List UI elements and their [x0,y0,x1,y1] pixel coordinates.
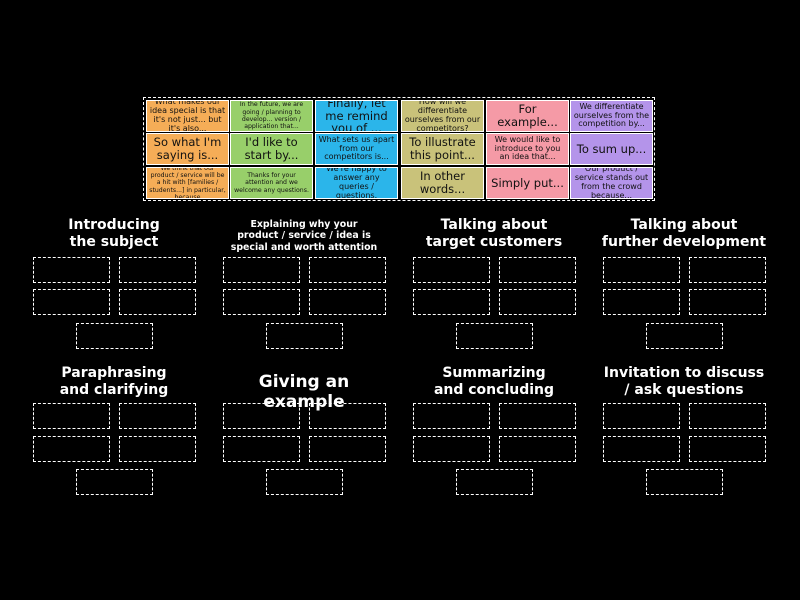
answer-card[interactable]: Thanks for your attention and we welcome… [230,167,313,199]
drop-slot[interactable] [223,289,300,315]
category-heading: Paraphrasing and clarifying [59,365,169,399]
drop-slot[interactable] [223,436,300,462]
category-heading: Summarizing and concluding [433,365,555,399]
answer-card[interactable]: What makes our idea special is that it's… [146,100,229,132]
drop-slot[interactable] [119,289,196,315]
drop-slot[interactable] [456,469,533,495]
answer-card[interactable]: In other words... [401,167,484,199]
drop-slot[interactable] [499,257,576,283]
drop-slot[interactable] [33,289,110,315]
answer-card[interactable]: In the future, we are going / planning t… [230,100,313,132]
drop-slot[interactable] [413,289,490,315]
answer-card[interactable]: To illustrate this point... [401,133,484,165]
category-heading: Talking about further development [601,217,767,251]
answer-card[interactable]: We think that our product / service will… [146,167,229,199]
answer-card[interactable]: We would like to introduce to you an ide… [486,133,569,165]
drop-slot[interactable] [499,289,576,315]
drop-slot[interactable] [499,436,576,462]
answer-card[interactable]: We're happy to answer any queries / ques… [315,167,398,199]
drop-slot[interactable] [76,469,153,495]
drop-slot[interactable] [603,403,680,429]
drop-slot[interactable] [689,257,766,283]
answer-card[interactable]: Our product / service stands out from th… [570,167,653,199]
category-heading: Giving an example [258,372,350,413]
answer-card[interactable]: What sets us apart from our competitors … [315,133,398,165]
answer-card[interactable]: So what I'm saying is... [146,133,229,165]
drop-slot[interactable] [76,323,153,349]
answer-card[interactable]: To sum up... [570,133,653,165]
drop-slot[interactable] [223,257,300,283]
category-heading: Explaining why your product / service / … [230,219,378,253]
drop-slot[interactable] [413,403,490,429]
drop-slot[interactable] [689,436,766,462]
drop-slot[interactable] [119,257,196,283]
drop-slot[interactable] [309,289,386,315]
drop-slot[interactable] [603,289,680,315]
drop-slot[interactable] [456,323,533,349]
drop-slot[interactable] [33,403,110,429]
answer-card[interactable]: Finally, let me remind you of ... [315,100,398,132]
category-heading: Invitation to discuss / ask questions [603,365,765,399]
answer-card[interactable]: For example... [486,100,569,132]
drop-slot[interactable] [119,403,196,429]
drop-slot[interactable] [119,436,196,462]
drop-slot[interactable] [603,257,680,283]
drop-slot[interactable] [499,403,576,429]
drop-slot[interactable] [646,469,723,495]
category-heading: Talking about target customers [425,217,563,251]
category-heading: Introducing the subject [68,217,160,251]
drop-slot[interactable] [689,289,766,315]
answer-card[interactable]: Simply put... [486,167,569,199]
drop-slot[interactable] [309,436,386,462]
drop-slot[interactable] [266,323,343,349]
answer-card[interactable]: I'd like to start by... [230,133,313,165]
drop-slot[interactable] [413,257,490,283]
drop-slot[interactable] [689,403,766,429]
drop-slot[interactable] [223,403,300,429]
drop-slot[interactable] [309,257,386,283]
answer-card[interactable]: How will we differentiate ourselves from… [401,100,484,132]
drop-slot[interactable] [33,436,110,462]
drop-slot[interactable] [266,469,343,495]
drop-slot[interactable] [603,436,680,462]
drop-slot[interactable] [413,436,490,462]
card-tray [143,97,655,201]
drop-slot[interactable] [33,257,110,283]
answer-card[interactable]: We differentiate ourselves from the comp… [570,100,653,132]
drop-slot[interactable] [309,403,386,429]
drop-slot[interactable] [646,323,723,349]
